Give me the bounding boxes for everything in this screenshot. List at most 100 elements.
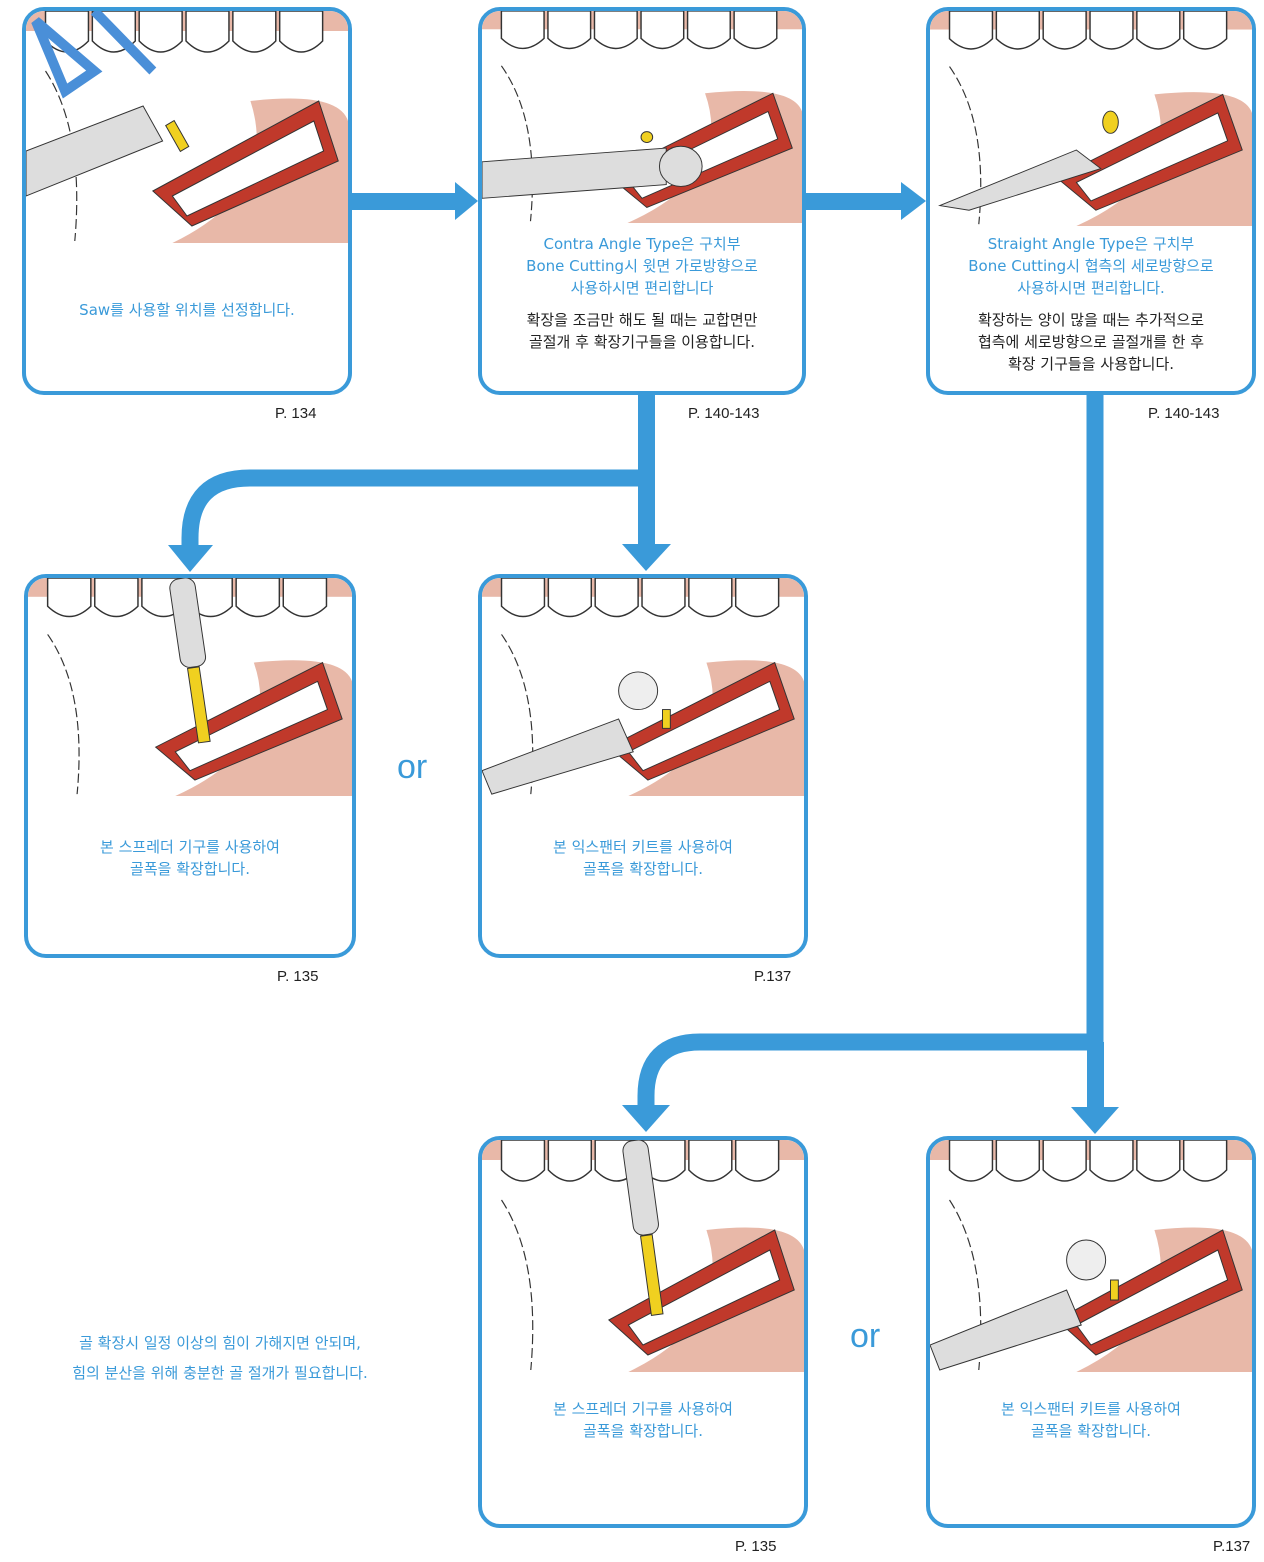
tooth-icon	[1182, 1140, 1228, 1182]
text-line: 골 확장시 일정 이상의 힘이 가해지면 안되며,	[79, 1334, 361, 1352]
tooth-icon	[1042, 1140, 1087, 1182]
text-line: 확장 기구들을 사용합니다.	[1007, 355, 1175, 373]
text-line: 사용하시면 편리합니다	[570, 279, 714, 297]
lower-teeth-outline	[949, 1199, 982, 1371]
tooth-icon	[1136, 1140, 1181, 1182]
straight-angle-illustration	[930, 11, 1252, 226]
tooth-icon	[278, 11, 324, 53]
tooth-icon	[686, 11, 731, 50]
text-line: 본 익스팬터 키트를 사용하여	[553, 838, 733, 856]
step-contra-angle-box: Contra Angle Type은 구치부 Bone Cutting시 윗면 가…	[478, 7, 806, 395]
text-line: Saw를 사용할 위치를 선정합니다.	[79, 301, 295, 319]
page-ref: P.137	[754, 968, 792, 985]
step-saw-position-box: Saw를 사용할 위치를 선정합니다.	[22, 7, 352, 395]
step-caption: Straight Angle Type은 구치부 Bone Cutting시 협측…	[930, 233, 1252, 299]
text-line: 확장하는 양이 많을 때는 추가적으로	[977, 311, 1205, 329]
or-label: or	[397, 748, 428, 786]
text-line: 골폭을 확장합니다.	[583, 1422, 703, 1440]
tooth-icon	[547, 1140, 593, 1182]
contra-handpiece-icon	[482, 147, 667, 199]
bone-spreader-illustration	[28, 578, 352, 796]
force-warning: 골 확장시 일정 이상의 힘이 가해지면 안되며, 힘의 분산을 위해 충분한 골…	[50, 1328, 390, 1388]
tooth-icon	[232, 11, 277, 53]
step-caption: Saw를 사용할 위치를 선정합니다.	[26, 299, 348, 321]
straight-handpiece-icon	[938, 149, 1102, 211]
tooth-icon	[1089, 1140, 1134, 1182]
page-ref: P. 140-143	[1148, 405, 1220, 422]
expander-handpiece-icon	[930, 1289, 1082, 1371]
lower-teeth-outline	[501, 634, 534, 795]
tooth-icon	[688, 1140, 733, 1182]
tooth-icon	[500, 578, 546, 618]
lower-teeth-outline	[47, 634, 80, 795]
spreader-tip-icon	[640, 1233, 664, 1317]
lower-teeth-outline	[501, 1199, 534, 1371]
contra-angle-illustration	[482, 11, 802, 223]
page-ref: P. 140-143	[688, 405, 760, 422]
text-line: 본 스프레더 기구를 사용하여	[100, 838, 280, 856]
tooth-icon	[46, 578, 92, 618]
text-line: 확장을 조금만 해도 될 때는 교합면만	[526, 311, 758, 329]
page-ref: P.137	[1213, 1538, 1251, 1555]
spreader-handle-icon	[169, 578, 207, 668]
or-label: or	[850, 1317, 881, 1355]
text-line: 힘의 분산을 위해 충분한 골 절개가 필요합니다.	[72, 1364, 368, 1382]
tooth-icon	[734, 578, 780, 618]
text-line: Bone Cutting시 윗면 가로방향으로	[526, 257, 758, 275]
text-line: 골폭을 확장합니다.	[583, 860, 703, 878]
lower-teeth-outline	[500, 65, 533, 222]
tooth-icon	[995, 1140, 1041, 1182]
tooth-icon	[94, 578, 139, 618]
spreader-handle-icon	[622, 1140, 659, 1236]
text-line: 골폭을 확장합니다.	[1031, 1422, 1151, 1440]
lower-teeth-outline	[949, 66, 982, 225]
text-line: 본 스프레더 기구를 사용하여	[553, 1400, 733, 1418]
text-line: 협측에 세로방향으로 골절개를 한 후	[977, 333, 1205, 351]
tooth-icon	[235, 578, 281, 618]
tooth-icon	[138, 11, 183, 53]
step-straight-angle-box: Straight Angle Type은 구치부 Bone Cutting시 협측…	[926, 7, 1256, 395]
tooth-icon	[593, 11, 638, 50]
text-line: 골폭을 확장합니다.	[130, 860, 250, 878]
tooth-icon	[594, 578, 639, 618]
text-line: Straight Angle Type은 구치부	[987, 235, 1195, 253]
tooth-icon	[500, 1140, 546, 1182]
tooth-icon	[733, 11, 778, 50]
saw-frame-icon	[31, 11, 157, 99]
tooth-icon	[1136, 11, 1181, 50]
page-ref: P. 135	[277, 968, 319, 985]
saw-illustration	[26, 11, 348, 243]
text-line: Bone Cutting시 협측의 세로방향으로	[968, 257, 1214, 275]
bone-expander-illustration	[930, 1140, 1252, 1372]
tooth-icon	[640, 11, 685, 50]
text-line: Contra Angle Type은 구치부	[543, 235, 741, 253]
text-line: 본 익스팬터 키트를 사용하여	[1001, 1400, 1181, 1418]
tooth-icon	[1089, 11, 1134, 50]
text-line: 골절개 후 확장기구들을 이용합니다.	[528, 333, 756, 351]
tooth-icon	[948, 1140, 994, 1182]
tooth-icon	[948, 11, 994, 50]
expander-handpiece-icon	[482, 718, 634, 795]
spreader-tip-icon	[186, 666, 211, 744]
page-ref: P. 134	[275, 405, 317, 422]
tooth-icon	[995, 11, 1041, 50]
saw-blade-icon	[165, 119, 190, 153]
saw-handpiece-icon	[26, 105, 164, 197]
tooth-icon	[688, 578, 733, 618]
page-ref: P. 135	[735, 1538, 777, 1555]
text-line: 사용하시면 편리합니다.	[1017, 279, 1165, 297]
tooth-icon	[641, 578, 686, 618]
tooth-icon	[734, 1140, 780, 1182]
step-caption: Contra Angle Type은 구치부 Bone Cutting시 윗면 가…	[482, 233, 802, 299]
